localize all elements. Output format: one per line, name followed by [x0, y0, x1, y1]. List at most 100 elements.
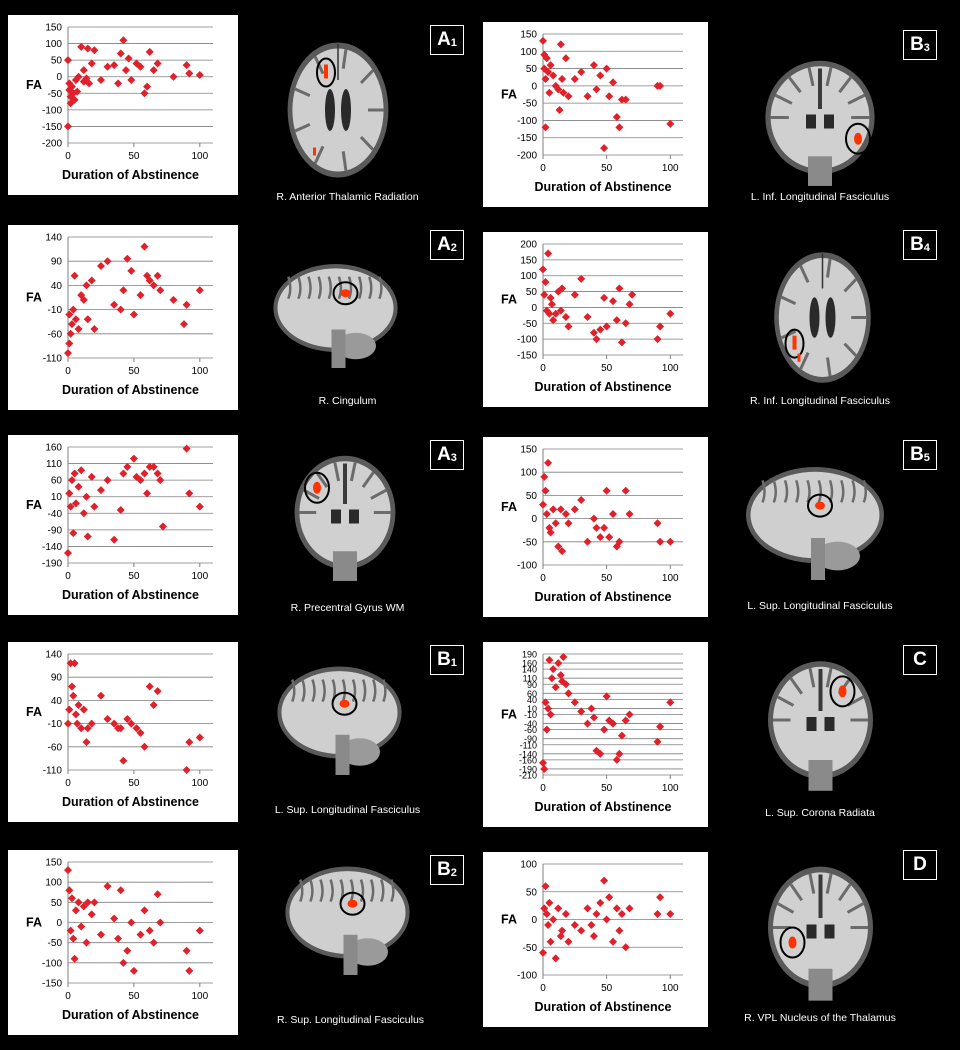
sulcus [329, 879, 334, 903]
data-point [570, 74, 579, 83]
data-point [596, 71, 605, 80]
data-point [96, 691, 105, 700]
y-tick-label: 100 [45, 878, 62, 889]
sulcus [843, 342, 858, 357]
sulcus [327, 276, 332, 300]
data-point [182, 946, 191, 955]
data-point [140, 242, 149, 251]
data-point [587, 921, 596, 930]
data-point [123, 462, 132, 471]
sulcus [378, 276, 383, 300]
sulcus [287, 276, 292, 300]
y-tick-label: 50 [51, 898, 63, 909]
sulcus [772, 480, 777, 503]
x-tick-label: 100 [662, 983, 679, 994]
data-point [612, 904, 621, 913]
sulcus [380, 879, 385, 903]
data-point [145, 682, 154, 691]
white-matter [770, 66, 870, 169]
data-point [555, 106, 564, 115]
roi-circle [339, 891, 366, 916]
sulcus [315, 471, 329, 489]
data-point [653, 519, 662, 528]
brain-svg-b3 [765, 60, 875, 186]
sulcus [307, 276, 312, 300]
y-axis-label: FA [501, 88, 517, 102]
x-tick-label: 0 [65, 571, 71, 582]
x-tick-label: 50 [601, 783, 613, 794]
midline [818, 874, 823, 918]
data-point [182, 300, 191, 309]
data-point [64, 122, 72, 131]
data-point [116, 505, 125, 514]
data-point [628, 290, 637, 299]
sulcus [795, 480, 800, 503]
brainstem [808, 968, 833, 1001]
sulcus [370, 488, 387, 500]
data-point [577, 68, 586, 77]
data-point [77, 42, 86, 51]
y-tick-label: -190 [519, 764, 537, 774]
data-point [71, 499, 80, 508]
caption-a2: R. Cingulum [318, 395, 377, 407]
y-tick-label: 140 [45, 650, 62, 661]
sulcus [817, 480, 822, 503]
activation-cluster [838, 685, 847, 698]
data-point [539, 500, 547, 509]
ventricle [824, 114, 834, 129]
data-point [656, 537, 665, 546]
y-tick-label: -90 [48, 525, 63, 536]
data-point [554, 85, 563, 94]
y-tick-label: -210 [519, 771, 537, 781]
data-point [556, 40, 565, 49]
data-point [87, 59, 96, 68]
ventricle [331, 509, 341, 524]
data-point [558, 926, 567, 935]
y-tick-label: -200 [517, 151, 537, 162]
roi-circle [829, 675, 856, 708]
data-point [617, 731, 626, 740]
data-point [539, 948, 547, 957]
y-tick-label: -150 [517, 351, 537, 362]
y-tick-label: -150 [42, 979, 62, 990]
caption-a3: R. Precentral Gyrus WM [290, 602, 405, 614]
sulcus [359, 879, 365, 903]
y-tick-label: 10 [527, 704, 537, 714]
data-point [169, 72, 178, 81]
data-point [119, 286, 128, 295]
data-point [185, 69, 194, 78]
data-point [82, 738, 91, 747]
data-point [625, 509, 634, 518]
data-point [615, 537, 624, 546]
sulcus [774, 93, 793, 105]
data-point [70, 469, 79, 478]
sulcus [291, 679, 296, 703]
x-tick-label: 0 [65, 366, 71, 377]
data-point [545, 88, 554, 97]
activation-cluster [815, 501, 825, 510]
data-point [124, 54, 133, 63]
data-point [541, 74, 550, 83]
data-point [544, 68, 553, 77]
x-axis-label: Duration of Abstinence [62, 588, 199, 602]
data-point [549, 505, 558, 514]
data-point [85, 79, 94, 88]
sulcus [826, 258, 832, 278]
data-point [103, 62, 112, 71]
data-point [182, 766, 191, 774]
data-point [541, 123, 550, 132]
brain-image-c [758, 655, 883, 795]
data-point [82, 492, 91, 501]
data-point [182, 61, 191, 70]
data-point [145, 926, 154, 935]
data-point [554, 659, 563, 668]
activation-cluster [347, 899, 358, 908]
data-point [156, 286, 165, 295]
y-tick-label: 200 [520, 240, 537, 251]
caption-c: L. Sup. Corona Radiata [765, 807, 875, 819]
